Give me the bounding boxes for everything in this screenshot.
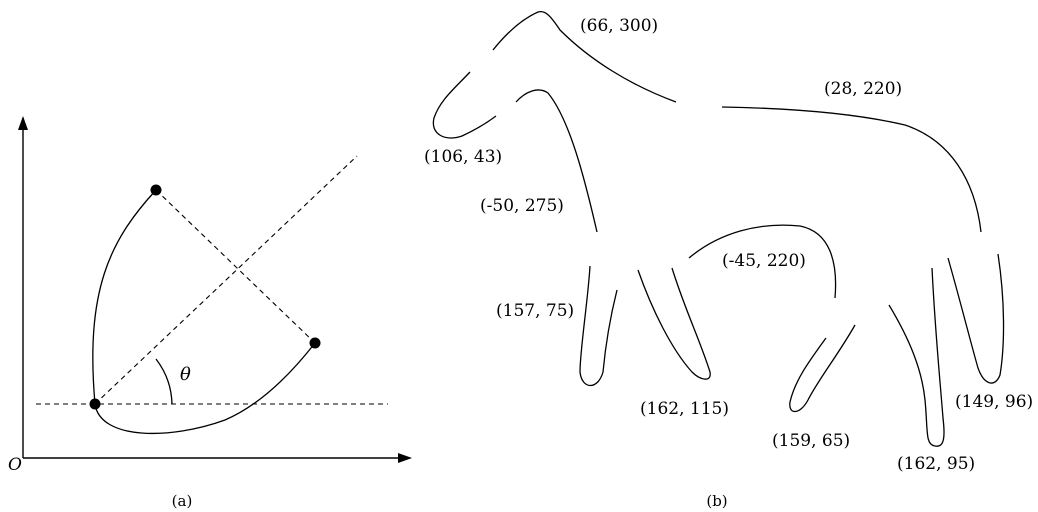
angle-arc (155, 358, 173, 405)
contour-label: (28, 220) (824, 79, 902, 99)
finger-contour (789, 324, 856, 413)
endpoint-marker (150, 184, 162, 196)
contour-label: (149, 96) (955, 392, 1033, 412)
panel-a: O θ (a) (8, 116, 412, 510)
finger-contour (947, 253, 1005, 384)
angle-label: θ (180, 364, 191, 385)
segment-curve (92, 189, 316, 434)
origin-label: O (8, 455, 22, 475)
contour-segment (515, 89, 598, 233)
contour-segment (688, 224, 837, 299)
caption-a: (a) (172, 492, 193, 510)
contour-segment (432, 71, 497, 139)
contour-label: (159, 65) (772, 431, 850, 451)
caption-b: (b) (706, 492, 727, 510)
contour-label: (-45, 220) (722, 251, 806, 271)
endpoint-chord-line (155, 189, 316, 344)
contour-segment (492, 10, 677, 103)
vertex-marker (89, 398, 101, 410)
contour-segment (721, 106, 982, 233)
axis-direction-line (94, 155, 358, 405)
contour-label: (162, 115) (640, 399, 729, 419)
contour-label: (66, 300) (580, 16, 658, 36)
panel-b: (66, 300) (28, 220) (106, 43) (-50, 275)… (424, 10, 1033, 510)
contour-label: (-50, 275) (480, 196, 564, 216)
finger-contour (579, 265, 618, 387)
finger-contour (888, 267, 945, 447)
finger-contour (637, 267, 711, 380)
contour-label: (162, 95) (897, 454, 975, 474)
contour-label: (106, 43) (424, 147, 502, 167)
contour-label: (157, 75) (496, 301, 574, 321)
endpoint-marker (309, 337, 321, 349)
